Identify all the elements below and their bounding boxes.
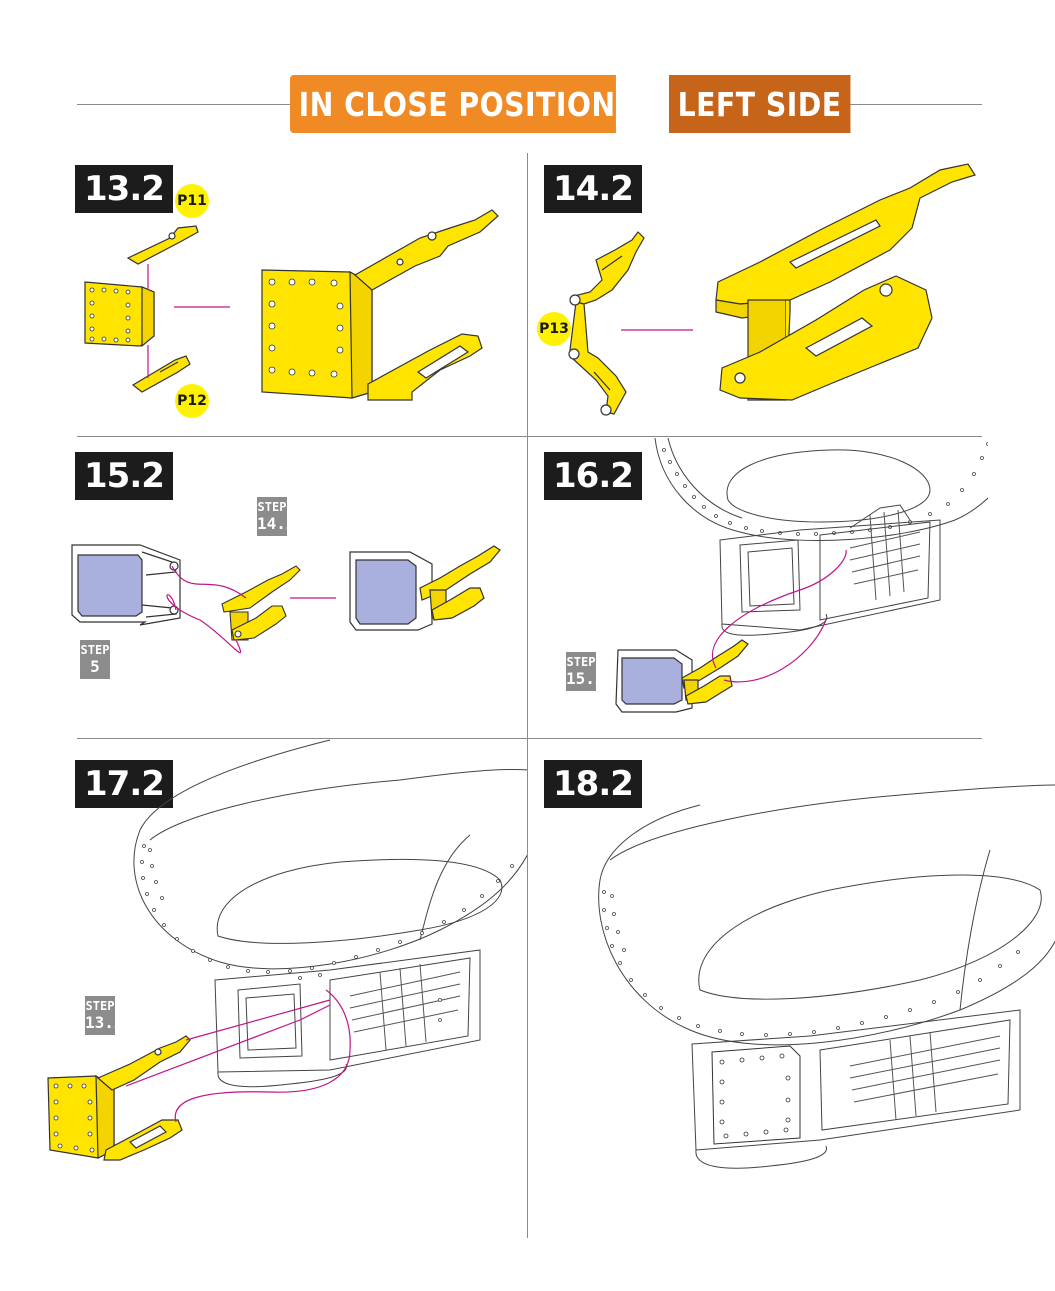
nacelle-outline (654, 437, 988, 541)
step-ref-13-2-word: STEP (85, 999, 115, 1013)
step-label-16-2: 16.2 (544, 452, 642, 500)
step-ref-14-2-number: 14.2 (257, 513, 296, 533)
step-ref-14-2-word: STEP (257, 500, 287, 514)
closed-door-plate (711, 1045, 801, 1145)
step-label-13-2: 13.2 (75, 165, 173, 213)
grid-divider-vertical (527, 153, 528, 1238)
part-small-plate (84, 281, 155, 348)
step-label-18-2: 18.2 (544, 760, 642, 808)
header-rule-right (765, 104, 982, 105)
banner-title-side: LEFT SIDE (668, 75, 850, 133)
step-ref-15-2-word: STEP (566, 655, 596, 669)
nacelle-outline (133, 739, 527, 970)
step-ref-14-2: STEP 14.2 (257, 497, 296, 537)
step-ref-13-2: STEP 13.2 (85, 996, 124, 1036)
grid-divider-row1 (77, 436, 982, 437)
section-banner: IN CLOSE POSITION LEFT SIDE (290, 75, 879, 133)
step-label-15-2: 15.2 (75, 452, 173, 500)
part-p13-bracket (568, 231, 645, 416)
nacelle-outline (598, 804, 1055, 1046)
step-ref-15-2: STEP 15.2 (566, 652, 605, 692)
grid-divider-row2 (77, 738, 982, 739)
part-assembled-plate (261, 209, 499, 401)
step-ref-13-2-number: 13.2 (85, 1012, 124, 1032)
part-badge-p12: P12 (175, 384, 209, 418)
door-frame-small (615, 639, 749, 713)
door-frame-right (349, 545, 501, 631)
part-badge-p13: P13 (537, 312, 571, 346)
step-ref-5: STEP 5 (80, 640, 110, 680)
step-ref-5-word: STEP (80, 643, 110, 657)
step-label-17-2: 17.2 (75, 760, 173, 808)
door-frame-left (71, 544, 181, 626)
part-assembled-plate-17-2 (47, 1035, 191, 1161)
part-badge-p11: P11 (175, 184, 209, 218)
step-ref-15-2-number: 15.2 (566, 668, 605, 688)
part-large-clamp (715, 163, 976, 401)
step-label-14-2: 14.2 (544, 165, 642, 213)
header-rule-left (77, 104, 290, 105)
step-ref-5-number: 5 (90, 656, 100, 676)
part-p11-arm (126, 225, 199, 265)
part-p12-arm (131, 355, 191, 393)
banner-title-position: IN CLOSE POSITION (290, 75, 616, 133)
hinge-middle (221, 565, 301, 641)
